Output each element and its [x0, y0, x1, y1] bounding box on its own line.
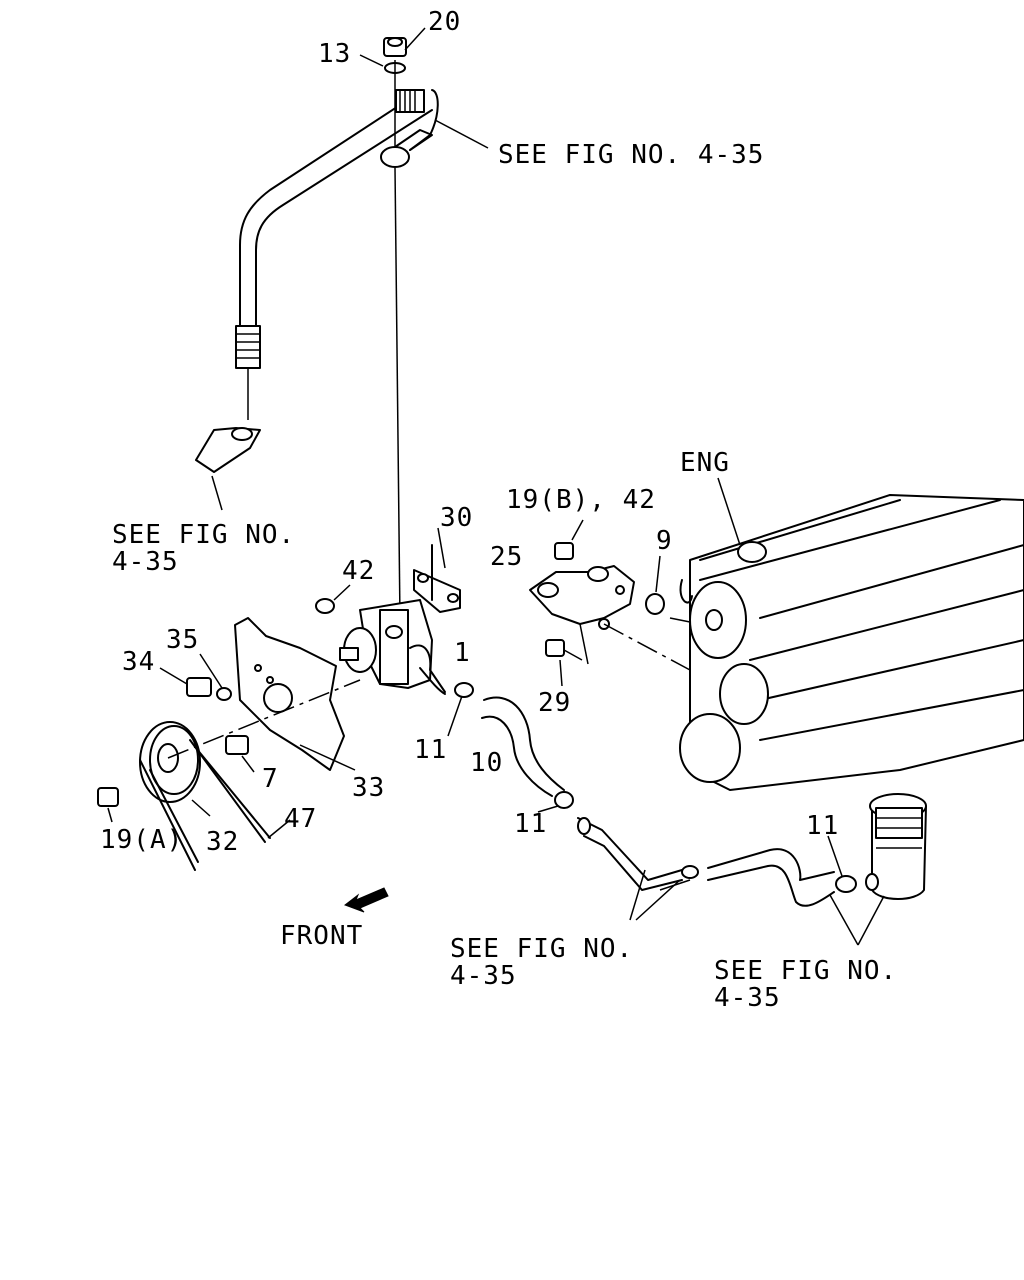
- collar-9: [645, 555, 665, 615]
- power-steering-pump: [339, 599, 446, 695]
- callout-32: 32: [206, 827, 239, 857]
- return-hose-10: [481, 696, 565, 797]
- see-fig-right-line1: SEE FIG NO.: [714, 956, 897, 986]
- see-fig-left-line1: SEE FIG NO.: [112, 520, 295, 550]
- front-arrow-icon: [343, 887, 389, 913]
- see-fig-top: SEE FIG NO. 4-35: [498, 140, 764, 170]
- callout-11-lower: 11: [514, 809, 547, 839]
- bracket-30: [413, 527, 461, 613]
- hose-clamp-11-lower: [537, 791, 574, 813]
- see-fig-mid-line2: 4-35: [450, 961, 517, 991]
- callout-42-left: 42: [342, 556, 375, 586]
- nut-19a: [97, 787, 119, 823]
- high-pressure-pipe: [235, 89, 439, 420]
- callout-20: 20: [428, 7, 461, 37]
- nut-19b: [554, 519, 584, 560]
- callout-19a: 19(A): [100, 825, 183, 855]
- callout-34: 34: [122, 647, 155, 677]
- callout-35: 35: [166, 625, 199, 655]
- callout-10: 10: [470, 748, 503, 778]
- washer-42: [315, 584, 351, 614]
- callout-9: 9: [656, 526, 673, 556]
- callout-7: 7: [262, 764, 279, 794]
- callout-29: 29: [538, 688, 571, 718]
- callout-25: 25: [490, 542, 523, 572]
- callout-1: 1: [454, 638, 471, 668]
- pulley-32: [139, 679, 361, 817]
- oil-reservoir: [865, 793, 927, 900]
- callout-19b-42: 19(B), 42: [506, 485, 656, 515]
- engine-block: [679, 477, 1024, 791]
- front-label: FRONT: [280, 921, 363, 951]
- reservoir-hose: [707, 848, 857, 907]
- pipe-clip-bracket: [195, 427, 261, 511]
- hose-clamp-11-upper: [447, 682, 474, 737]
- callout-30: 30: [440, 503, 473, 533]
- callout-11-upper: 11: [414, 735, 447, 765]
- see-fig-right-line2: 4-35: [714, 983, 781, 1013]
- engine-label: ENG: [680, 448, 730, 478]
- drive-belt-47: [139, 739, 291, 871]
- see-fig-left-line2: 4-35: [112, 547, 179, 577]
- return-pipe: [577, 817, 699, 891]
- callout-11-right: 11: [806, 811, 839, 841]
- see-fig-mid-line1: SEE FIG NO.: [450, 934, 633, 964]
- callout-33: 33: [352, 773, 385, 803]
- washer-35: [199, 653, 232, 701]
- callout-13: 13: [318, 39, 351, 69]
- bolt-34: [159, 667, 212, 697]
- callout-47: 47: [284, 804, 317, 834]
- nut-20: [383, 37, 407, 57]
- mounting-plate-33: [234, 617, 356, 771]
- bolt-7: [225, 735, 255, 773]
- bolt-29: [545, 639, 583, 687]
